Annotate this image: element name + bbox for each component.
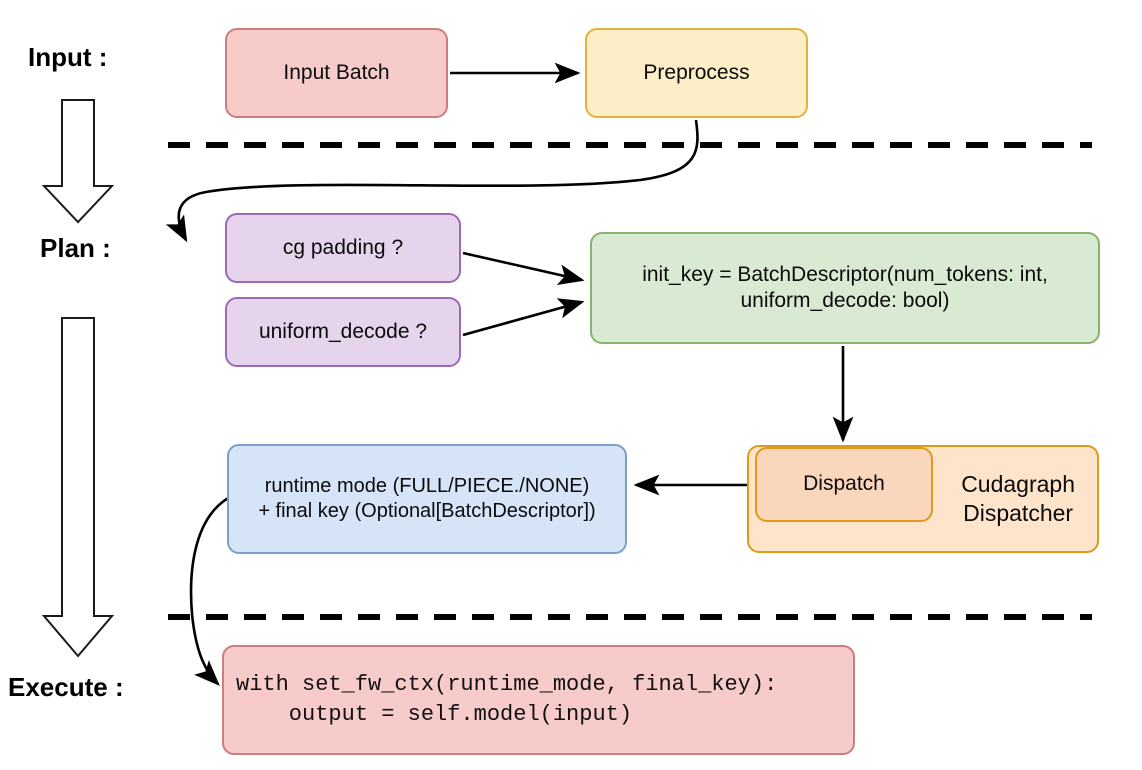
node-init-key[interactable]: init_key = BatchDescriptor(num_tokens: i… xyxy=(590,232,1100,344)
connector-cg-padding-to-init-key xyxy=(462,251,585,285)
node-preprocess[interactable]: Preprocess xyxy=(585,28,808,118)
node-execute-code[interactable]: with set_fw_ctx(runtime_mode, final_key)… xyxy=(222,645,855,755)
node-cg-padding[interactable]: cg padding ? xyxy=(225,213,461,283)
stage-arrow-input-to-plan xyxy=(41,99,115,224)
node-dispatch[interactable]: Dispatch xyxy=(755,447,933,522)
node-uniform-decode[interactable]: uniform_decode ? xyxy=(225,297,461,367)
connector-uniform-decode-to-init-key xyxy=(462,298,585,337)
node-input-batch[interactable]: Input Batch xyxy=(225,28,448,118)
stage-label-execute: Execute : xyxy=(8,672,124,702)
stage-label-input: Input : xyxy=(28,42,108,72)
node-runtime-mode[interactable]: runtime mode (FULL/PIECE./NONE) + final … xyxy=(227,444,627,554)
stage-label-plan: Plan : xyxy=(40,233,111,263)
stage-arrow-plan-to-execute xyxy=(41,317,115,658)
